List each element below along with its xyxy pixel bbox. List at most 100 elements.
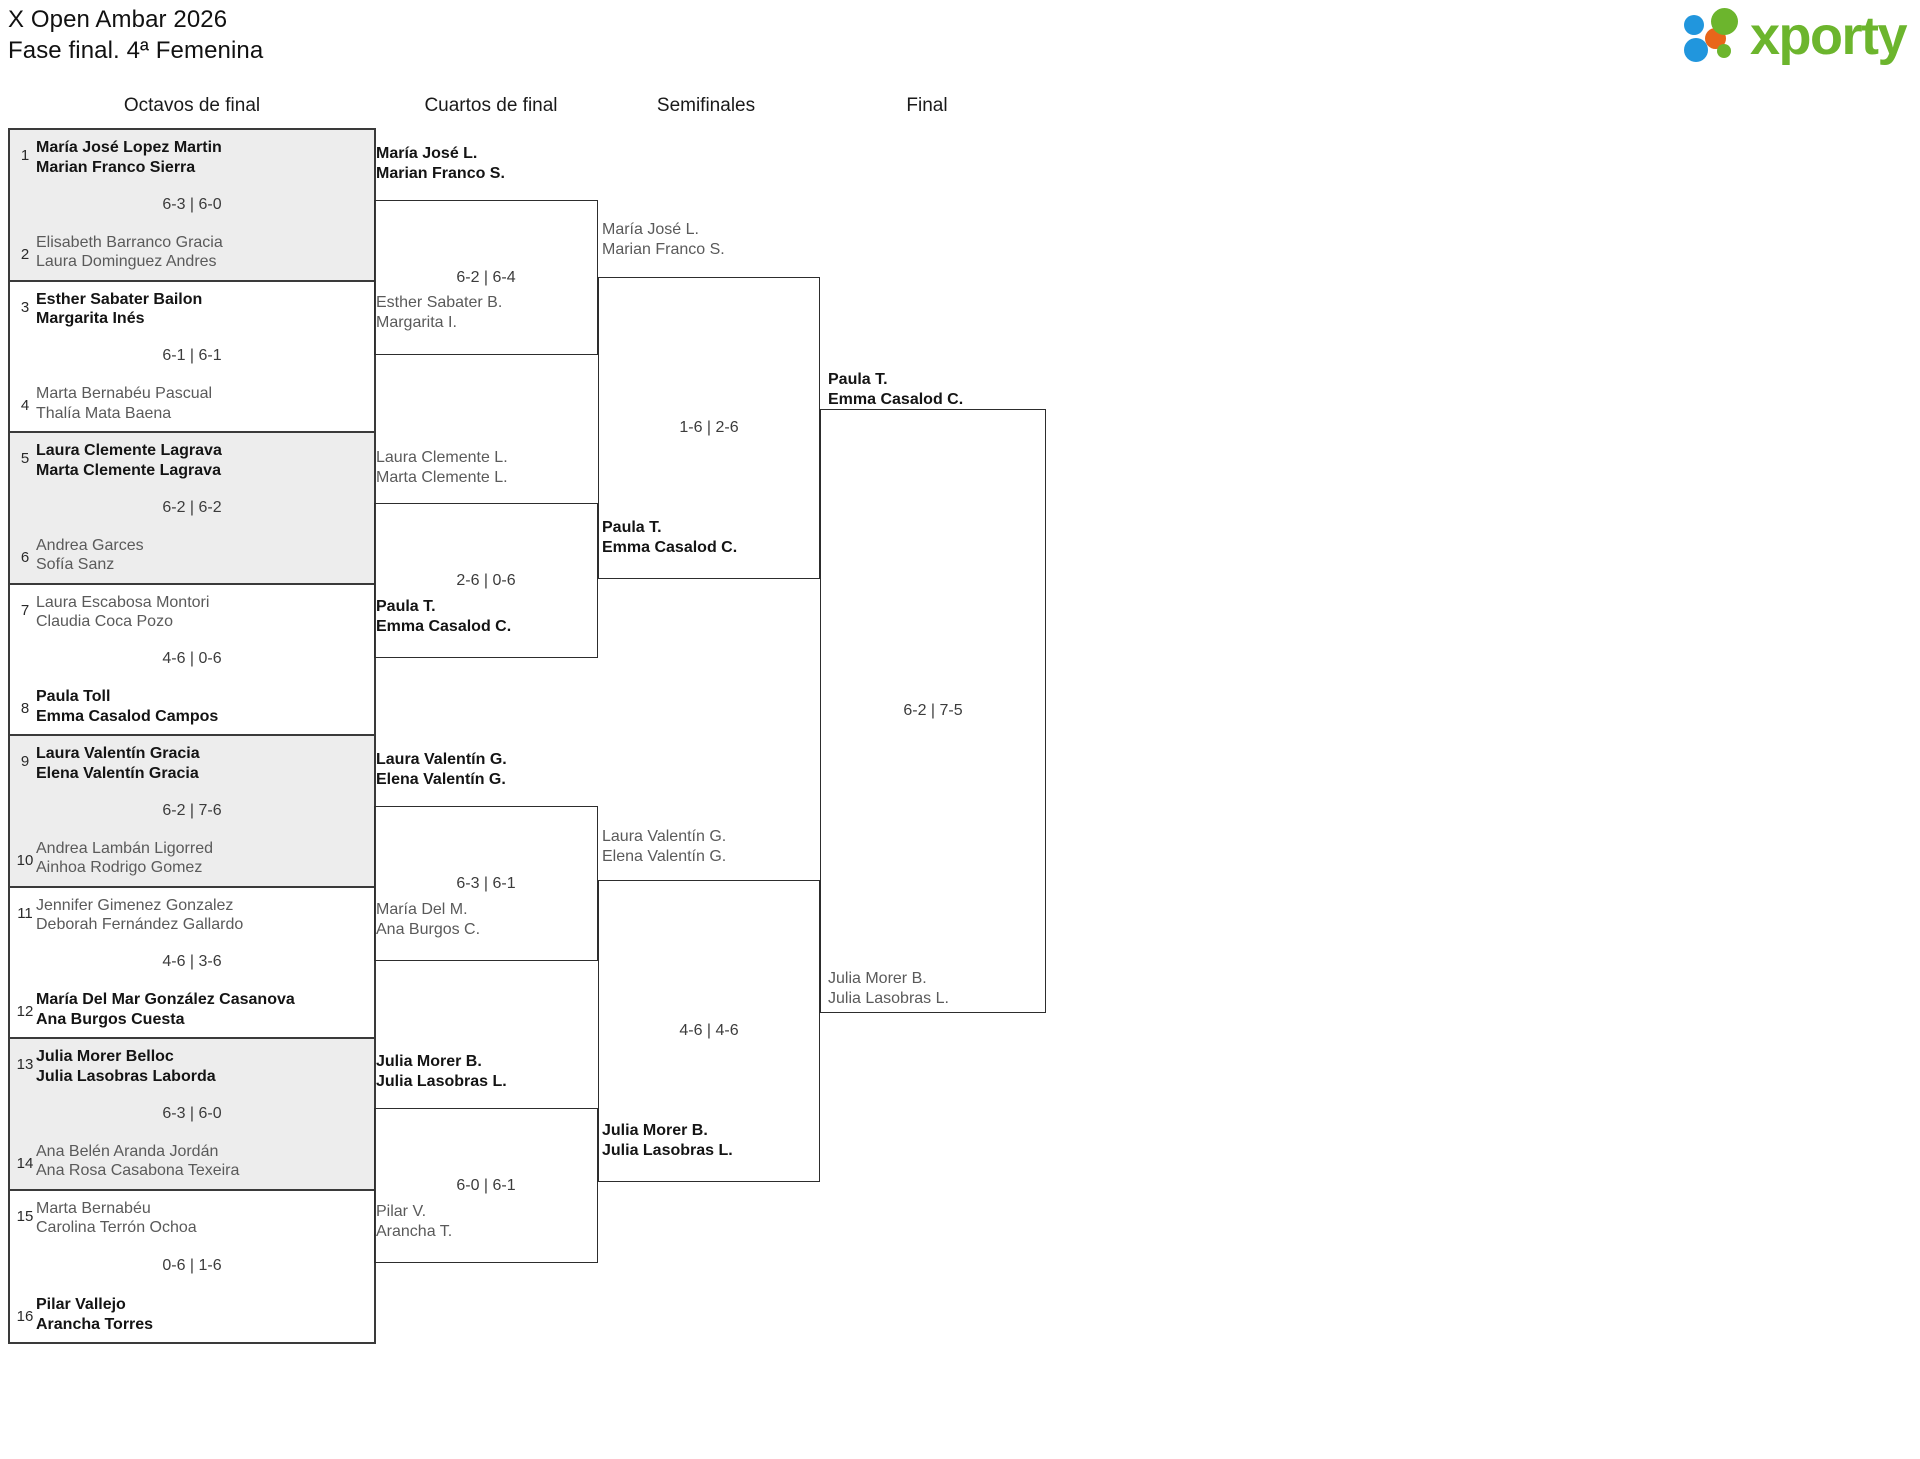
player-name: Emma Casalod C. [376, 617, 512, 635]
final-team-bottom: Julia Morer B. Julia Lasobras L. [828, 969, 949, 1008]
round-header-octavos: Octavos de final [123, 95, 261, 116]
match-score: 6-2 | 7-5 [903, 702, 963, 719]
team-bottom: Elisabeth Barranco Gracia Laura Domingue… [36, 233, 366, 272]
player-name: Paula T. [828, 371, 888, 388]
tournament-name: X Open Ambar 2026 [8, 6, 228, 33]
team-bottom: Andrea Garces Sofía Sanz [36, 536, 366, 575]
player-name: Paula T. [602, 519, 662, 536]
sf1-team-bottom: Paula T. Emma Casalod C. [602, 518, 737, 557]
team-top: Jennifer Gimenez Gonzalez Deborah Fernán… [36, 896, 366, 935]
qf4-team-top: Julia Morer B. Julia Lasobras L. [376, 1052, 507, 1091]
logo-wordmark: xporty [1749, 6, 1908, 66]
page-title: X Open Ambar 2026 Fase final. 4ª Femenin… [8, 4, 263, 66]
player-name: Andrea Garces [36, 536, 144, 554]
player-name: Julia Lasobras L. [828, 989, 949, 1007]
player-name: Arancha T. [376, 1222, 453, 1240]
match-score: 6-2 | 6-2 [162, 498, 222, 516]
player-name: Julia Morer B. [828, 970, 927, 987]
player-name: Thalía Mata Baena [36, 404, 172, 422]
player-name: María Del Mar González Casanova [36, 991, 295, 1008]
r1-match-6[interactable]: 11 Jennifer Gimenez Gonzalez Deborah Fer… [10, 888, 374, 1039]
player-name: Marian Franco Sierra [36, 158, 196, 176]
round-of-16-column: 1 María José Lopez Martin Marian Franco … [8, 128, 376, 1344]
sf2-team-top: Laura Valentín G. Elena Valentín G. [602, 827, 726, 866]
player-name: Laura Valentín G. [602, 828, 727, 845]
player-name: Paula T. [376, 598, 436, 615]
player-name: Marta Clemente Lagrava [36, 461, 221, 479]
team-top: Laura Clemente Lagrava Marta Clemente La… [36, 441, 366, 480]
seed-number: 8 [20, 700, 30, 717]
xporty-logo[interactable]: xporty [1683, 6, 1908, 66]
player-name: Laura Valentín Gracia [36, 745, 200, 762]
player-name: Claudia Coca Pozo [36, 613, 173, 630]
seed-number: 10 [16, 851, 34, 869]
player-name: Marian Franco S. [602, 240, 725, 258]
qf1-connector[interactable]: 6-2 | 6-4 [374, 200, 598, 355]
player-name: Ana Rosa Casabona Texeira [36, 1162, 240, 1179]
player-name: María Del M. [376, 901, 468, 918]
qf3-team-top: Laura Valentín G. Elena Valentín G. [376, 750, 507, 789]
qf4-connector[interactable]: 6-0 | 6-1 [374, 1108, 598, 1263]
seed-number: 2 [20, 245, 30, 263]
seed-number: 13 [16, 1056, 34, 1073]
final-connector[interactable]: 6-2 | 7-5 [820, 409, 1046, 1013]
tournament-phase: Fase final. 4ª Femenina [8, 37, 264, 64]
player-name: María José L. [376, 145, 478, 162]
round-header-cuartos: Cuartos de final [424, 95, 558, 116]
player-name: Jennifer Gimenez Gonzalez [36, 896, 234, 914]
r1-match-8[interactable]: 15 Marta Bernabéu Carolina Terrón Ochoa … [10, 1191, 374, 1343]
player-name: Ana Burgos Cuesta [36, 1010, 185, 1028]
player-name: Emma Casalod C. [602, 538, 738, 556]
seed-number: 6 [20, 548, 30, 566]
player-name: Andrea Lambán Ligorred [36, 839, 214, 857]
player-name: María José L. [602, 221, 699, 238]
r1-match-3[interactable]: 5 Laura Clemente Lagrava Marta Clemente … [10, 433, 374, 585]
player-name: Arancha Torres [36, 1315, 154, 1333]
player-name: Laura Clemente L. [376, 449, 508, 466]
r1-match-1[interactable]: 1 María José Lopez Martin Marian Franco … [10, 130, 374, 282]
round-header-final: Final [906, 95, 948, 116]
player-name: Deborah Fernández Gallardo [36, 916, 244, 933]
player-name: Julia Morer Belloc [36, 1048, 174, 1065]
team-bottom: Marta Bernabéu Pascual Thalía Mata Baena [36, 384, 366, 423]
player-name: Elena Valentín G. [376, 770, 506, 788]
team-top: Esther Sabater Bailon Margarita Inés [36, 290, 366, 329]
r1-match-4[interactable]: 7 Laura Escabosa Montori Claudia Coca Po… [10, 585, 374, 736]
team-top: María José Lopez Martin Marian Franco Si… [36, 138, 366, 177]
player-name: Esther Sabater Bailon [36, 290, 203, 308]
match-score: 4-6 | 4-6 [679, 1022, 739, 1039]
seed-number: 11 [17, 904, 33, 922]
seed-number: 7 [20, 601, 30, 619]
player-name: Marta Bernabéu [36, 1199, 151, 1217]
player-name: Julia Morer B. [602, 1122, 708, 1139]
match-score: 4-6 | 3-6 [162, 953, 222, 971]
player-name: Marian Franco S. [376, 164, 505, 182]
team-top: Laura Escabosa Montori Claudia Coca Pozo [36, 593, 366, 632]
player-name: Julia Lasobras Laborda [36, 1067, 216, 1085]
player-name: Elena Valentín Gracia [36, 764, 199, 782]
qf3-connector[interactable]: 6-3 | 6-1 [374, 806, 598, 961]
team-bottom: Pilar Vallejo Arancha Torres [36, 1295, 366, 1334]
team-bottom: Paula Toll Emma Casalod Campos [36, 687, 366, 726]
match-score: 6-0 | 6-1 [456, 1176, 516, 1194]
sf2-connector[interactable]: 4-6 | 4-6 [598, 880, 820, 1182]
r1-match-2[interactable]: 3 Esther Sabater Bailon Margarita Inés 6… [10, 282, 374, 433]
qf3-team-bottom: María Del M. Ana Burgos C. [376, 900, 480, 939]
qf2-connector[interactable]: 2-6 | 0-6 [374, 503, 598, 658]
qf2-team-top: Laura Clemente L. Marta Clemente L. [376, 448, 508, 487]
sf1-team-top: María José L. Marian Franco S. [602, 220, 725, 259]
r1-match-5[interactable]: 9 Laura Valentín Gracia Elena Valentín G… [10, 736, 374, 888]
player-name: Paula Toll [36, 688, 111, 705]
match-score: 2-6 | 0-6 [456, 571, 516, 589]
player-name: Pilar Vallejo [36, 1296, 126, 1313]
qf2-team-bottom: Paula T. Emma Casalod C. [376, 597, 511, 636]
player-name: Margarita Inés [36, 310, 145, 327]
player-name: Emma Casalod C. [828, 390, 964, 408]
sf1-connector[interactable]: 1-6 | 2-6 [598, 277, 820, 579]
match-score: 6-1 | 6-1 [162, 347, 222, 365]
match-score: 0-6 | 1-6 [162, 1257, 222, 1275]
match-score: 6-3 | 6-0 [162, 195, 222, 213]
seed-number: 12 [16, 1003, 34, 1020]
player-name: Esther Sabater B. [376, 294, 503, 311]
r1-match-7[interactable]: 13 Julia Morer Belloc Julia Lasobras Lab… [10, 1039, 374, 1191]
